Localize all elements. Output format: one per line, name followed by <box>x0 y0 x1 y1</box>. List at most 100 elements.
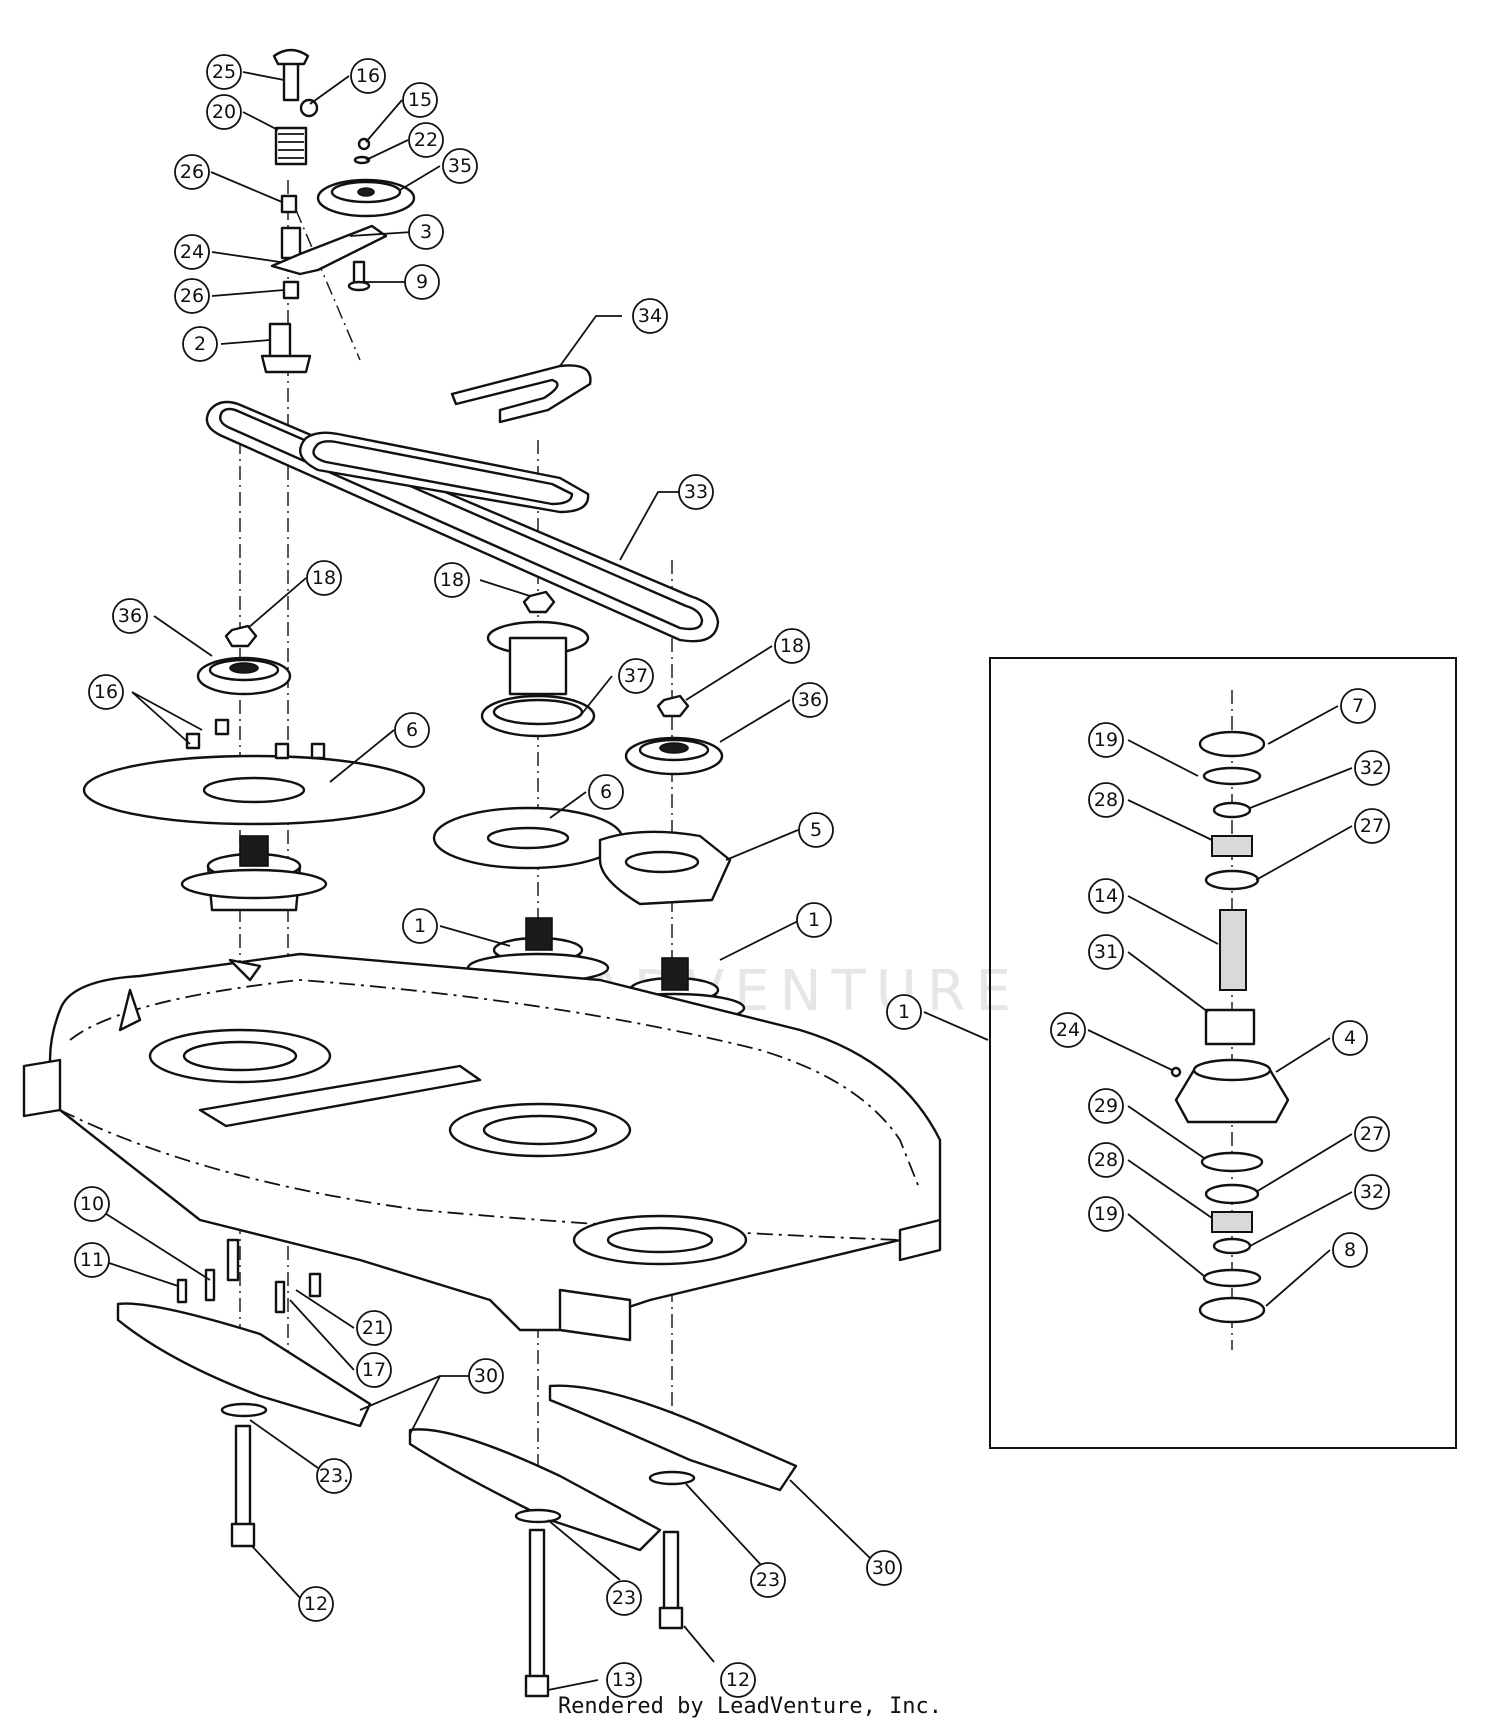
bolt-head-part <box>272 48 310 66</box>
callout-circle <box>306 560 342 596</box>
blade-bolt-left-part <box>234 1424 252 1528</box>
center-blade-part <box>408 1428 662 1552</box>
callout-number: 13 <box>612 1669 636 1691</box>
callout-number: 26 <box>180 285 204 307</box>
callout-number: 23 <box>756 1569 780 1591</box>
callout-circle <box>796 902 832 938</box>
callout-i4: 4 <box>1332 1020 1368 1056</box>
callout-c12a: 12 <box>298 1586 334 1622</box>
nut-part <box>299 98 319 118</box>
callout-number: 15 <box>408 89 432 111</box>
callout-number: 32 <box>1360 757 1384 779</box>
callout-i28b: 28 <box>1088 1142 1124 1178</box>
callout-circle <box>408 214 444 250</box>
callout-number: 11 <box>80 1249 104 1271</box>
callout-circle <box>1340 688 1376 724</box>
footer-credit: Rendered by LeadVenture, Inc. <box>557 1694 943 1719</box>
callout-number: 3 <box>420 221 432 243</box>
callout-number: 27 <box>1360 1123 1384 1145</box>
callout-circle <box>1088 878 1124 914</box>
callout-number: 36 <box>798 689 822 711</box>
idler-arm-part <box>270 224 388 276</box>
callout-number: 16 <box>94 681 118 703</box>
belts <box>205 364 720 643</box>
callout-number: 23. <box>319 1465 349 1487</box>
callout-number: 2 <box>194 333 206 355</box>
callout-c18b: 18 <box>434 562 470 598</box>
callout-c6b: 6 <box>588 774 624 810</box>
callout-circle <box>1088 934 1124 970</box>
callout-c23c: 23 <box>750 1562 786 1598</box>
callout-number: 8 <box>1344 1239 1356 1261</box>
blade-bolt-center-part <box>528 1528 546 1682</box>
callout-circle <box>1332 1020 1368 1056</box>
spindle-inset-parts <box>1170 730 1290 1324</box>
callout-i14: 14 <box>1088 878 1124 914</box>
callout-c36a: 36 <box>112 598 148 634</box>
deck-hanger-right-part <box>558 1288 632 1342</box>
callout-c34: 34 <box>632 298 668 334</box>
callout-i27a: 27 <box>1354 808 1390 844</box>
callout-number: 5 <box>810 819 822 841</box>
callout-number: 37 <box>624 665 648 687</box>
callout-circle <box>356 1352 392 1388</box>
callout-circle <box>174 234 210 270</box>
bushing-lower-part <box>282 280 300 300</box>
callout-i19a: 19 <box>1088 722 1124 758</box>
callout-i28a: 28 <box>1088 782 1124 818</box>
callout-circle <box>316 1458 352 1494</box>
callout-circle <box>1332 1232 1368 1268</box>
callout-i32b: 32 <box>1354 1174 1390 1210</box>
callout-c5: 5 <box>798 812 834 848</box>
callout-circle <box>798 812 834 848</box>
pivot-bracket-part <box>268 322 292 360</box>
callout-circle <box>402 82 438 118</box>
callout-circle <box>866 1550 902 1586</box>
callout-circle <box>74 1242 110 1278</box>
callout-circle <box>394 712 430 748</box>
callout-c16a: 16 <box>350 58 386 94</box>
center-spindle-stack <box>432 590 624 992</box>
callout-number: 34 <box>638 305 662 327</box>
callout-c23a: 23. <box>316 1458 352 1494</box>
callout-circle <box>720 1662 756 1698</box>
callout-circle <box>182 326 218 362</box>
callout-number: 33 <box>684 481 708 503</box>
callout-c13: 13 <box>606 1662 642 1698</box>
hex-nut-part <box>224 624 258 648</box>
callout-number: 36 <box>118 605 142 627</box>
callout-c12b: 12 <box>720 1662 756 1698</box>
callout-circle <box>1088 782 1124 818</box>
callout-c1b: 1 <box>796 902 832 938</box>
callout-i8: 8 <box>1332 1232 1368 1268</box>
callout-number: 24 <box>180 241 204 263</box>
leader-lines <box>99 71 1353 1691</box>
callout-c26a: 26 <box>174 154 210 190</box>
callout-c25: 25 <box>206 54 242 90</box>
lower-hardware <box>116 1238 798 1698</box>
callout-c11: 11 <box>74 1242 110 1278</box>
callout-number: 6 <box>406 719 418 741</box>
callout-circle <box>606 1580 642 1616</box>
callout-circle <box>632 298 668 334</box>
callout-number: 19 <box>1094 729 1118 751</box>
left-blade-part <box>116 1302 372 1428</box>
callout-c18a: 18 <box>306 560 342 596</box>
callout-number: 9 <box>416 271 428 293</box>
callout-number: 7 <box>1352 695 1364 717</box>
inset-shaft-part <box>1219 909 1247 991</box>
callout-number: 22 <box>414 129 438 151</box>
callout-number: 1 <box>808 909 820 931</box>
callout-c9: 9 <box>404 264 440 300</box>
inset-bearing-part <box>1211 835 1253 857</box>
callout-c1c: 1 <box>886 994 922 1030</box>
callout-i7: 7 <box>1340 688 1376 724</box>
callout-circle <box>174 278 210 314</box>
callout-circle <box>298 1586 334 1622</box>
callout-number: 4 <box>1344 1027 1356 1049</box>
callout-circle <box>750 1562 786 1598</box>
spindle-inset-frame <box>989 657 1457 1449</box>
callout-c17: 17 <box>356 1352 392 1388</box>
